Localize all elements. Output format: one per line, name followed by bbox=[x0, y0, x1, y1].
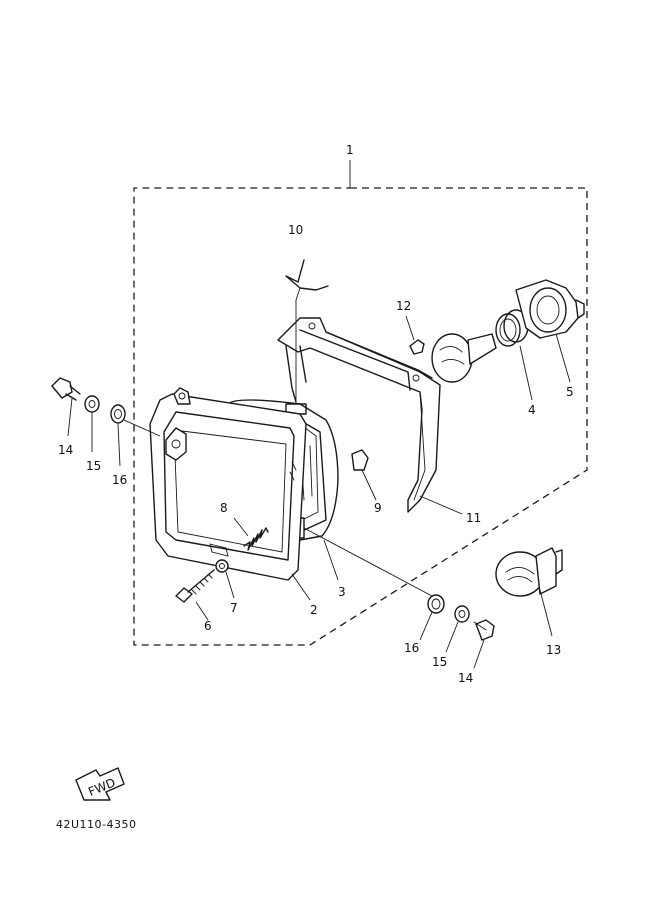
callout-labels: 1 10 12 4 5 9 11 8 3 2 7 6 14 15 16 16 1… bbox=[58, 143, 574, 685]
callout-16-right: 16 bbox=[404, 641, 419, 655]
callout-15-left: 15 bbox=[86, 459, 101, 473]
callout-10: 10 bbox=[288, 223, 303, 237]
callout-3: 3 bbox=[338, 585, 346, 599]
headlight-case bbox=[277, 317, 441, 513]
small-clip bbox=[405, 315, 425, 355]
callout-16-left: 16 bbox=[112, 473, 127, 487]
leader-11 bbox=[419, 495, 463, 515]
auxiliary-bulb bbox=[495, 547, 563, 637]
callout-4: 4 bbox=[528, 403, 536, 417]
callout-13: 13 bbox=[546, 643, 561, 657]
headlight-rim bbox=[149, 387, 311, 601]
adjusting-screw bbox=[175, 569, 215, 621]
assembly-boundary bbox=[133, 160, 588, 646]
fwd-arrow-icon: FWD bbox=[75, 767, 125, 801]
diagram-code: 42U110-4350 bbox=[56, 818, 137, 831]
callout-7: 7 bbox=[230, 601, 238, 615]
unit-clip bbox=[351, 449, 377, 501]
callout-15-right: 15 bbox=[432, 655, 447, 669]
callout-5: 5 bbox=[566, 385, 574, 399]
callout-6: 6 bbox=[204, 619, 212, 633]
callout-14-left: 14 bbox=[58, 443, 73, 457]
adjusting-nut bbox=[215, 559, 235, 599]
callout-11: 11 bbox=[466, 511, 481, 525]
left-fasteners bbox=[51, 377, 161, 467]
callout-1: 1 bbox=[346, 143, 354, 157]
adjusting-spring bbox=[233, 517, 269, 551]
right-fasteners bbox=[303, 527, 495, 669]
callout-14-right: 14 bbox=[458, 671, 473, 685]
callout-8: 8 bbox=[220, 501, 228, 515]
headlight-bulb bbox=[431, 309, 533, 401]
callout-9: 9 bbox=[374, 501, 382, 515]
callout-2: 2 bbox=[310, 603, 318, 617]
bulb-cover bbox=[515, 279, 585, 383]
callout-12: 12 bbox=[396, 299, 411, 313]
spring-clip bbox=[285, 259, 329, 402]
